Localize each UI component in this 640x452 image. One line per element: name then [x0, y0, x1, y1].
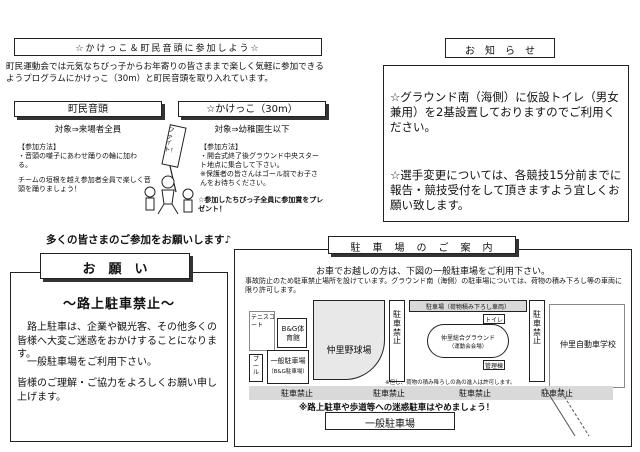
parking-warning: ※路上駐車や歩道等への迷惑駐車はやめましょう！	[299, 403, 495, 413]
pool: プール	[249, 354, 263, 382]
baseball-label: 仲里野球場	[326, 346, 372, 356]
parking-intro: お車でお越しの方は、下図の一般駐車場をご利用下さい。	[315, 267, 550, 277]
event-intro: 町民運動会では元気なちびっ子からお年寄りの皆さままで楽しく気軽に参加できるようプ…	[6, 62, 324, 84]
ondo-title: 町民音頭	[68, 104, 108, 115]
toilet: トイレ	[483, 314, 505, 324]
notice-box: ☆グラウンド南（海側）に仮設トイレ（男女兼用）を2基設置しておりますのでご利用く…	[383, 65, 629, 222]
big-parking-label: 一般駐車場	[365, 419, 415, 430]
parking-box: お車でお越しの方は、下図の一般駐車場をご利用下さい。 事故防止のため駐車禁止場所…	[234, 249, 632, 447]
ondo-note: チームの垣根を越え参加者全員で楽しく音頭を踊りましょう！	[18, 176, 151, 194]
toilet-label: トイレ	[484, 317, 503, 324]
parking-title: 駐 車 場 の ご 案 内	[350, 243, 494, 254]
bg-parking-sub: （B&G駐車場）	[268, 369, 308, 375]
request-box: 〜路上駐車禁止〜 路上駐車は、企業や観光客、その他多くの皆様へ大変ご迷惑をおかけ…	[10, 272, 228, 442]
loading-note: ※但し、荷物の積み降ろしの為の進入は許可します。	[385, 380, 516, 386]
event-header: ☆かけっこ＆町民音頭に参加しよう☆	[14, 38, 322, 56]
parking-desc: 事故防止のため駐車禁止場所を設けています。グラウンド南（海側）の駐車場については…	[245, 277, 622, 295]
bg-parking-label: 一般駐車場	[270, 357, 306, 365]
no-parking-vertical: 駐車禁止	[389, 300, 405, 382]
no-parking-vertical-label: 駐車禁止	[393, 310, 401, 346]
notice-para2: ☆選手変更については、各競技15分前までに報告・競技受付をして頂きますよう宜しく…	[390, 168, 622, 212]
road-no-parking-2: 駐車禁止	[373, 389, 405, 398]
bg-gym: B&G体育館	[277, 318, 307, 348]
driving-school: 仲里自動車学校	[549, 304, 625, 388]
road-no-parking-1: 駐車禁止	[281, 389, 313, 398]
notice-title-box: お 知 ら せ	[445, 38, 555, 58]
bg-gym-label: B&G体育館	[281, 325, 305, 343]
ondo-target: 対象⇒来場者全員	[54, 125, 122, 135]
baseball-field: 仲里野球場	[313, 300, 385, 380]
ground: 仲里総合グラウンド （運動会会場）	[427, 324, 509, 358]
tennis-label: テニスコート	[251, 314, 276, 330]
kakekko-target: 対象⇒幼稚園生以下	[214, 125, 290, 135]
request-para3: 皆様のご理解・ご協力をよろしくお願い申し上げます。	[17, 378, 217, 403]
diagonal-road-lines	[544, 388, 590, 437]
loading-parking: 駐車場（荷物積み下ろし車両）	[409, 300, 527, 312]
big-parking: 一般駐車場	[325, 412, 455, 430]
driving-school-label: 仲里自動車学校	[560, 340, 616, 349]
pool-label: プール	[253, 356, 260, 377]
kakekko-title-box: ☆かけっこ（30m）	[178, 101, 326, 117]
request-title-box: お 願 い	[40, 253, 190, 279]
request-para1: 路上駐車は、企業や観光客、その他多くの皆様へ大変ご迷惑をおかけすることになります…	[17, 322, 217, 360]
loading-parking-label: 駐車場（荷物積み下ろし車両）	[425, 304, 510, 311]
event-header-text: ☆かけっこ＆町民音頭に参加しよう☆	[75, 44, 261, 54]
office-label: 管理棟	[484, 363, 503, 370]
ground-label: 仲里総合グラウンド	[440, 335, 495, 342]
office: 管理棟	[483, 360, 505, 370]
request-heading: 〜路上駐車禁止〜	[62, 297, 175, 312]
no-parking-vertical-2: 駐車禁止	[529, 300, 545, 382]
no-parking-vertical-2-label: 駐車禁止	[533, 310, 541, 346]
closing-message: 多くの皆さまのご参加をお願いします♪	[46, 234, 232, 246]
notice-title: お 知 ら せ	[465, 46, 535, 57]
request-title: お 願 い	[82, 262, 148, 277]
ondo-title-box: 町民音頭	[14, 101, 162, 117]
kakekko-note: ※保護者の皆さんはゴール前でお子さんをお待ちください。	[200, 170, 318, 188]
kakekko-title: ☆かけっこ（30m）	[206, 104, 298, 115]
kakekko-prize: ☆参加したちびっ子全員に参加賞をプレゼント！	[198, 196, 324, 214]
ondo-method-title: 【参加方法】	[18, 143, 60, 151]
road-no-parking-4: 駐車禁止	[541, 389, 573, 398]
bg-parking: 一般駐車場 （B&G駐車場）	[267, 350, 309, 384]
ground-sub: （運動会会場）	[448, 344, 488, 350]
notice-para1: ☆グラウンド南（海側）に仮設トイレ（男女兼用）を2基設置しておりますのでご利用く…	[390, 90, 619, 134]
main-road: 駐車禁止 駐車禁止 駐車禁止 駐車禁止	[249, 386, 613, 400]
request-para2: 一般駐車場をご利用下さい。	[27, 357, 157, 368]
ondo-method-body: ・音頭の囃子にあわせ踊りの輪に加わる。	[18, 152, 137, 170]
parking-title-box: 駐 車 場 の ご 案 内	[328, 236, 516, 254]
kakekko-method-body: ・開会式終了後グラウンド中央スタート地点に集合して下さい。	[200, 152, 319, 170]
tennis-court: テニスコート	[249, 311, 275, 351]
runner-children-illustration	[144, 124, 194, 215]
road-no-parking-3: 駐車禁止	[459, 389, 491, 398]
kakekko-method-title: 【参加方法】	[200, 143, 242, 151]
